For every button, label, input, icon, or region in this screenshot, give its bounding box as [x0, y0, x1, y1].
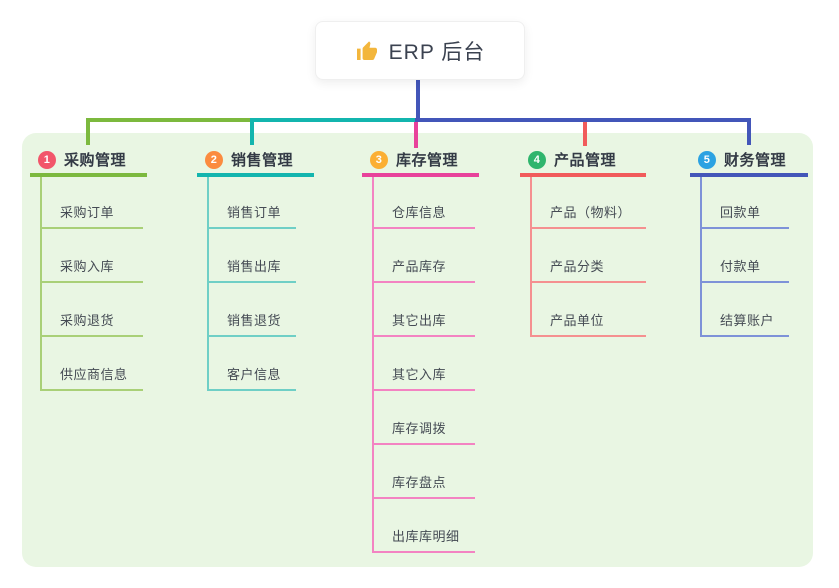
child-item-label: 仓库信息 — [392, 205, 447, 220]
child-item[interactable]: 供应商信息 — [42, 337, 143, 391]
child-item[interactable]: 其它入库 — [374, 337, 475, 391]
child-item-label: 客户信息 — [227, 367, 282, 382]
child-item-label: 销售退货 — [227, 313, 282, 328]
child-item[interactable]: 采购入库 — [42, 229, 143, 283]
branch-children-rail: 销售订单销售出库销售退货客户信息 — [207, 177, 297, 391]
child-item[interactable]: 采购订单 — [42, 177, 143, 229]
child-item-label: 销售出库 — [227, 259, 282, 274]
branch-column: 2 销售管理销售订单销售出库销售退货客户信息 — [197, 146, 314, 391]
thumbs-up-icon — [355, 39, 379, 63]
branch-column: 1 采购管理采购订单采购入库采购退货供应商信息 — [30, 146, 147, 391]
branch-number-badge: 1 — [38, 150, 56, 169]
branch-label: 库存管理 — [396, 152, 459, 169]
child-item-label: 产品单位 — [550, 313, 605, 328]
child-item[interactable]: 客户信息 — [209, 337, 297, 391]
branch-number-badge: 5 — [698, 150, 716, 169]
branch-header[interactable]: 2 销售管理 — [197, 146, 314, 177]
bus-line-teal — [250, 118, 419, 122]
child-item-label: 产品分类 — [550, 259, 605, 274]
branch-drop-line-4 — [583, 122, 587, 146]
child-item[interactable]: 产品分类 — [532, 229, 647, 283]
branch-header[interactable]: 3 库存管理 — [362, 146, 479, 177]
branch-number-badge: 2 — [205, 150, 223, 169]
child-item-label: 采购入库 — [60, 259, 115, 274]
child-item[interactable]: 销售出库 — [209, 229, 297, 283]
child-item[interactable]: 采购退货 — [42, 283, 143, 337]
root-label: ERP 后台 — [388, 40, 486, 64]
child-item[interactable]: 库存调拨 — [374, 391, 475, 445]
branch-children-rail: 回款单付款单结算账户 — [700, 177, 790, 337]
child-item-label: 采购退货 — [60, 313, 115, 328]
child-item-label: 采购订单 — [60, 205, 115, 220]
child-item-label: 回款单 — [720, 205, 761, 220]
branch-label: 销售管理 — [231, 152, 294, 169]
child-item[interactable]: 其它出库 — [374, 283, 475, 337]
branch-label: 产品管理 — [554, 152, 617, 169]
child-item[interactable]: 产品库存 — [374, 229, 475, 283]
branches-panel — [22, 133, 813, 567]
branch-drop-line-5 — [747, 118, 751, 145]
branch-label: 财务管理 — [724, 152, 787, 169]
child-item-label: 其它入库 — [392, 367, 447, 382]
child-item-label: 销售订单 — [227, 205, 282, 220]
branch-column: 4 产品管理产品（物料） 产品分类产品单位 — [520, 146, 647, 337]
child-item[interactable]: 付款单 — [702, 229, 790, 283]
branch-header[interactable]: 4 产品管理 — [520, 146, 646, 177]
branch-header[interactable]: 1 采购管理 — [30, 146, 147, 177]
root-connector-line — [416, 77, 420, 120]
branch-drop-line-2 — [250, 118, 254, 145]
child-item[interactable]: 产品（物料） — [532, 177, 647, 229]
bus-line-blue — [415, 118, 751, 122]
branch-drop-line-3 — [414, 122, 418, 148]
child-item[interactable]: 出库库明细 — [374, 499, 475, 553]
branch-children-rail: 采购订单采购入库采购退货供应商信息 — [40, 177, 143, 391]
branch-children-rail: 仓库信息产品库存其它出库其它入库库存调拨库存盘点出库库明细 — [372, 177, 475, 553]
child-item-label: 出库库明细 — [392, 529, 460, 544]
child-item[interactable]: 结算账户 — [702, 283, 790, 337]
child-item-label: 其它出库 — [392, 313, 447, 328]
child-item-label: 结算账户 — [720, 313, 775, 328]
child-item[interactable]: 回款单 — [702, 177, 790, 229]
child-item-label: 供应商信息 — [60, 367, 128, 382]
child-item[interactable]: 仓库信息 — [374, 177, 475, 229]
child-item-label: 产品库存 — [392, 259, 447, 274]
branch-drop-line-1 — [86, 118, 90, 145]
branch-children-rail: 产品（物料） 产品分类产品单位 — [530, 177, 647, 337]
child-item[interactable]: 库存盘点 — [374, 445, 475, 499]
root-node[interactable]: ERP 后台 — [315, 21, 525, 80]
branch-number-badge: 3 — [370, 150, 388, 169]
branch-label: 采购管理 — [64, 152, 127, 169]
child-item-label: 付款单 — [720, 259, 761, 274]
branch-column: 3 库存管理仓库信息产品库存其它出库其它入库库存调拨库存盘点出库库明细 — [362, 146, 479, 553]
child-item-label: 产品（物料） — [550, 205, 632, 220]
branch-column: 5 财务管理回款单付款单结算账户 — [690, 146, 808, 337]
child-item-label: 库存盘点 — [392, 475, 447, 490]
child-item[interactable]: 销售订单 — [209, 177, 297, 229]
child-item[interactable]: 销售退货 — [209, 283, 297, 337]
branch-number-badge: 4 — [528, 150, 546, 169]
bus-line-green — [86, 118, 252, 122]
child-item[interactable]: 产品单位 — [532, 283, 647, 337]
branch-header[interactable]: 5 财务管理 — [690, 146, 808, 177]
child-item-label: 库存调拨 — [392, 421, 447, 436]
